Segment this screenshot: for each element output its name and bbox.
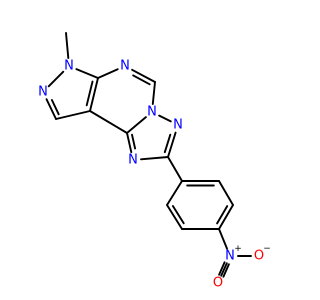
bond-n2-c3 [45, 98, 57, 120]
bond-pd-nn [218, 228, 228, 250]
charge-nn: + [234, 244, 242, 254]
bond-layer [45, 32, 252, 278]
bond-n6-c5-inner [132, 74, 151, 86]
bond-nt3-c9a-inner [131, 133, 137, 150]
atom-label-n4: N [147, 105, 157, 120]
bond-nt3-c9a [126, 132, 133, 154]
bond-ct2-nt3 [140, 156, 169, 161]
bond-pb-pc [218, 180, 234, 206]
bond-n4-c9a [126, 116, 147, 134]
bond-n4-nt1 [158, 114, 172, 123]
bond-c5-n4 [151, 81, 156, 105]
bond-pe-pf [166, 204, 183, 230]
bond-n2-c3-inner [50, 99, 60, 116]
bond-c7a-n6 [97, 68, 119, 79]
bond-nn-o2 [220, 262, 228, 277]
bond-pc-pd [218, 204, 234, 230]
bond-c3-c3a [55, 110, 91, 120]
atom-label-nt1: N [173, 118, 183, 133]
bond-c3a-c7a [89, 77, 99, 112]
bond-nn-o2-a [218, 261, 226, 276]
charge-o1: − [263, 244, 271, 254]
bond-pc-pd-inner [216, 205, 229, 225]
bond-nt1-ct2-inner [163, 133, 172, 154]
atom-label-n2: N [38, 85, 48, 100]
atom-label-o1: O [254, 249, 264, 264]
atom-label-n1: N [64, 59, 74, 74]
bond-pf-pa [166, 180, 183, 206]
bond-c7a-n1 [75, 68, 99, 79]
bond-c9a-c3a [89, 110, 128, 134]
atom-label-n6: N [120, 59, 130, 74]
bond-c3a-c7a-inner [85, 80, 94, 107]
atom-label-nt3: N [128, 153, 138, 168]
atom-label-o2: O [213, 276, 223, 291]
bond-n6-c5 [131, 68, 156, 83]
bond-ct2-pa [167, 156, 183, 182]
bond-nt1-ct2 [167, 131, 177, 158]
bond-nn-o2-b [222, 263, 230, 278]
bond-pe-pf-inner [171, 205, 185, 225]
bond-me-n1 [65, 32, 70, 59]
bond-n1-n2 [47, 70, 65, 88]
atom-label-nn: N [225, 249, 235, 264]
